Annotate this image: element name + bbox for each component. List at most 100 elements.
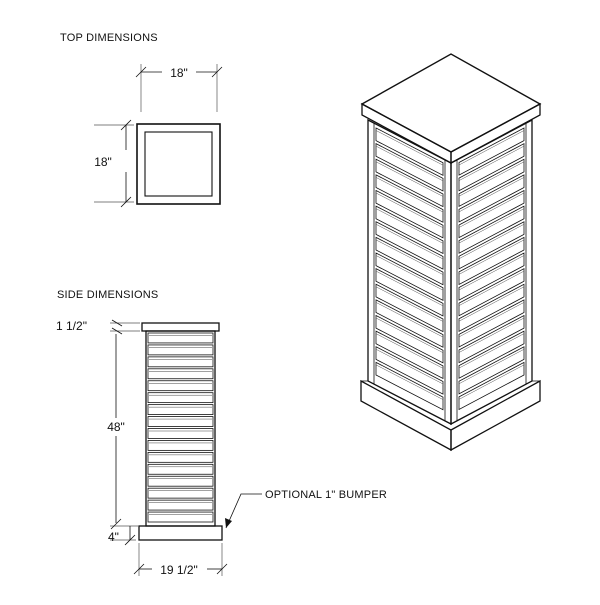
iso-slat-left xyxy=(375,142,444,192)
top-width-label: 18" xyxy=(170,66,188,80)
side-slat xyxy=(147,451,214,463)
side-dimensions-heading: SIDE DIMENSIONS xyxy=(57,289,158,301)
iso-slat-left-groove xyxy=(375,177,444,213)
side-slat xyxy=(147,499,214,511)
iso-slat-group xyxy=(375,127,525,411)
top-depth-dimension: 18" xyxy=(94,119,134,208)
side-slat xyxy=(147,344,214,356)
side-slat xyxy=(147,404,214,415)
iso-slat-left xyxy=(375,314,444,364)
iso-slat-left-groove xyxy=(375,161,444,197)
iso-slat-right-groove xyxy=(458,364,525,400)
iso-slat-right xyxy=(458,361,525,411)
iso-slat-left xyxy=(375,267,444,317)
iso-slat-left-groove xyxy=(375,130,444,166)
iso-slat-left xyxy=(375,299,444,348)
iso-slat-left-groove xyxy=(375,270,444,307)
iso-slat-left xyxy=(375,361,444,411)
side-slat xyxy=(147,428,214,439)
iso-slat-left xyxy=(375,330,444,380)
iso-slat-right-groove xyxy=(458,302,525,338)
bumper-note: OPTIONAL 1" BUMPER xyxy=(265,489,387,501)
side-slat xyxy=(147,416,214,427)
side-slat xyxy=(147,380,214,392)
iso-slat-right xyxy=(458,158,525,208)
iso-slat-right xyxy=(458,174,525,223)
side-slat xyxy=(147,463,214,475)
iso-slat-right xyxy=(458,205,525,254)
iso-slat-right xyxy=(458,314,525,364)
side-slat xyxy=(147,440,214,451)
iso-cap-right xyxy=(450,102,541,165)
side-slat xyxy=(147,511,214,523)
iso-slat-left xyxy=(375,205,444,255)
iso-slat-right-groove xyxy=(458,270,525,306)
side-slat xyxy=(147,356,214,368)
iso-slat-right-groove xyxy=(458,208,525,244)
iso-slat-left xyxy=(375,252,444,301)
iso-slat-right-groove xyxy=(458,349,525,384)
iso-slat-right-groove xyxy=(458,192,525,228)
iso-slat-right-groove xyxy=(458,145,525,181)
top-outline-inner xyxy=(144,131,213,197)
iso-slat-left xyxy=(375,174,444,223)
side-slat-group xyxy=(147,332,214,523)
iso-slat-left-groove xyxy=(375,239,444,275)
side-slat xyxy=(147,475,214,487)
iso-slat-left xyxy=(375,189,444,239)
side-slat xyxy=(147,487,214,499)
iso-slat-right xyxy=(458,299,525,348)
bumper-arrowhead xyxy=(225,518,232,528)
side-base xyxy=(138,525,223,541)
iso-base-right xyxy=(450,379,541,452)
top-view: TOP DIMENSIONS 18" 18" xyxy=(60,32,223,208)
side-cap-dimension: 1 1/2" xyxy=(56,319,140,335)
iso-slat-right xyxy=(458,267,525,317)
side-body-dimension: 48" xyxy=(107,334,138,530)
iso-slat-right-groove xyxy=(458,286,525,322)
iso-slat-right xyxy=(458,346,525,395)
iso-slat-right xyxy=(458,221,525,270)
top-width-dimension: 18" xyxy=(135,64,223,112)
side-slat xyxy=(147,332,214,344)
iso-slat-left-groove xyxy=(375,224,444,260)
iso-slat-left-groove xyxy=(375,349,444,385)
iso-slat-left xyxy=(375,283,444,333)
iso-slat-left xyxy=(375,346,444,395)
iso-view xyxy=(360,53,542,452)
top-dimensions-heading: TOP DIMENSIONS xyxy=(60,32,158,44)
iso-slat-left xyxy=(375,236,444,286)
iso-slat-left-groove xyxy=(375,364,444,400)
iso-slat-right-groove xyxy=(458,239,525,275)
iso-slat-right-groove xyxy=(458,224,525,259)
iso-slat-left-groove xyxy=(375,302,444,338)
iso-slat-right xyxy=(458,189,525,239)
iso-slat-right xyxy=(458,252,525,301)
iso-slat-right xyxy=(458,142,525,192)
iso-slat-left-groove xyxy=(375,192,444,228)
iso-slat-left-groove xyxy=(375,333,444,369)
side-base-dimension: 4" xyxy=(108,526,136,546)
iso-slat-right-groove xyxy=(458,333,525,369)
iso-slat-right-groove xyxy=(458,130,525,166)
side-view: SIDE DIMENSIONS 1 1/2" 48" xyxy=(56,289,387,577)
side-body-height-label: 48" xyxy=(107,420,125,434)
side-width-dimension: 19 1/2" xyxy=(133,543,228,577)
iso-slat-right xyxy=(458,283,525,333)
side-slat xyxy=(147,392,214,404)
bumper-callout: OPTIONAL 1" BUMPER xyxy=(225,489,387,529)
side-cap-height-label: 1 1/2" xyxy=(56,319,87,333)
side-overall-width-label: 19 1/2" xyxy=(160,563,198,577)
iso-slat-left-groove xyxy=(375,208,444,244)
iso-slat-right-groove xyxy=(458,317,525,353)
iso-slat-left-groove xyxy=(375,317,444,353)
iso-slat-left-groove xyxy=(375,255,444,291)
iso-slat-left xyxy=(375,127,444,176)
iso-slat-left xyxy=(375,158,444,208)
top-outline-outer xyxy=(136,123,221,205)
iso-slat-right-groove xyxy=(458,161,525,197)
side-cap xyxy=(141,322,220,332)
side-slat xyxy=(147,368,214,380)
